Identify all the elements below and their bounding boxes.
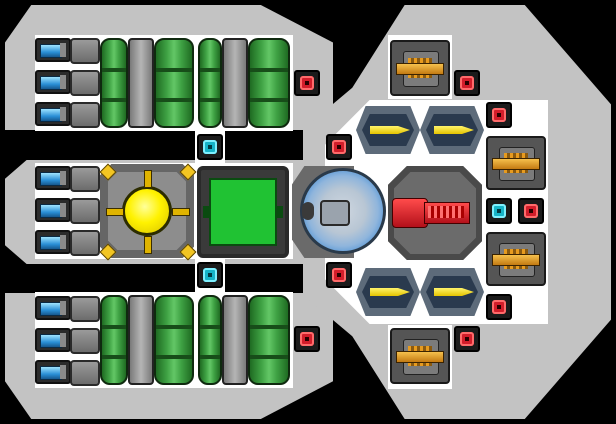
medbay-handle-icon bbox=[203, 206, 209, 218]
red-system-square-icon[interactable] bbox=[486, 102, 512, 128]
red-system-square-icon[interactable] bbox=[326, 134, 352, 160]
scanner-slot-icon bbox=[302, 202, 314, 220]
red-system-square-icon[interactable] bbox=[454, 326, 480, 352]
red-system-square-icon[interactable] bbox=[294, 70, 320, 96]
orange-cannon-icon[interactable] bbox=[390, 40, 450, 96]
pipe-icon bbox=[70, 328, 100, 354]
red-system-square-icon[interactable] bbox=[454, 70, 480, 96]
pipe-icon bbox=[70, 230, 100, 256]
thruster-icon bbox=[35, 166, 71, 190]
red-heavy-cannon-icon[interactable] bbox=[388, 166, 482, 260]
yellow-missile-launcher-icon[interactable] bbox=[420, 268, 484, 316]
red-system-square-icon[interactable] bbox=[486, 294, 512, 320]
cyan-system-square-icon[interactable] bbox=[486, 198, 512, 224]
tank-connector-icon bbox=[222, 295, 248, 385]
thruster-icon bbox=[35, 102, 71, 126]
red-system-square-icon[interactable] bbox=[326, 262, 352, 288]
tank-connector-icon bbox=[128, 38, 154, 128]
green-fuel-tank-icon bbox=[100, 295, 128, 385]
thruster-icon bbox=[35, 198, 71, 222]
thruster-icon bbox=[35, 328, 71, 352]
green-fuel-tank-icon bbox=[248, 38, 290, 128]
orange-cannon-icon[interactable] bbox=[486, 136, 546, 190]
scanner-lens-icon bbox=[320, 200, 350, 226]
thruster-icon bbox=[35, 230, 71, 254]
cyan-system-square-icon[interactable] bbox=[197, 262, 223, 288]
pipe-icon bbox=[70, 198, 100, 224]
medbay-screen bbox=[209, 178, 277, 246]
green-fuel-tank-icon bbox=[100, 38, 128, 128]
red-system-square-icon[interactable] bbox=[518, 198, 544, 224]
yellow-missile-launcher-icon[interactable] bbox=[420, 106, 484, 154]
pipe-icon bbox=[70, 38, 100, 64]
green-fuel-tank-icon bbox=[248, 295, 290, 385]
reactor-strut-icon bbox=[106, 208, 124, 216]
thruster-icon bbox=[35, 70, 71, 94]
yellow-missile-launcher-icon[interactable] bbox=[356, 106, 420, 154]
orange-cannon-icon[interactable] bbox=[486, 232, 546, 286]
yellow-reactor-core-icon bbox=[122, 186, 172, 236]
pipe-icon bbox=[70, 296, 100, 322]
thruster-icon bbox=[35, 360, 71, 384]
reactor-strut-icon bbox=[172, 208, 190, 216]
pipe-icon bbox=[70, 70, 100, 96]
green-fuel-tank-icon bbox=[154, 295, 194, 385]
pipe-icon bbox=[70, 166, 100, 192]
red-system-square-icon[interactable] bbox=[294, 326, 320, 352]
tank-connector-icon bbox=[222, 38, 248, 128]
thruster-icon bbox=[35, 296, 71, 320]
green-medbay-icon[interactable] bbox=[197, 166, 289, 258]
green-fuel-tank-icon bbox=[198, 38, 222, 128]
orange-cannon-icon[interactable] bbox=[390, 328, 450, 384]
thruster-icon bbox=[35, 38, 71, 62]
reactor-strut-icon bbox=[144, 170, 152, 188]
tank-connector-icon bbox=[128, 295, 154, 385]
yellow-missile-launcher-icon[interactable] bbox=[356, 268, 420, 316]
green-fuel-tank-icon bbox=[198, 295, 222, 385]
reactor-strut-icon bbox=[144, 236, 152, 254]
pipe-icon bbox=[70, 360, 100, 386]
medbay-handle-icon bbox=[277, 206, 283, 218]
pipe-icon bbox=[70, 102, 100, 128]
green-fuel-tank-icon bbox=[154, 38, 194, 128]
cyan-system-square-icon[interactable] bbox=[197, 134, 223, 160]
